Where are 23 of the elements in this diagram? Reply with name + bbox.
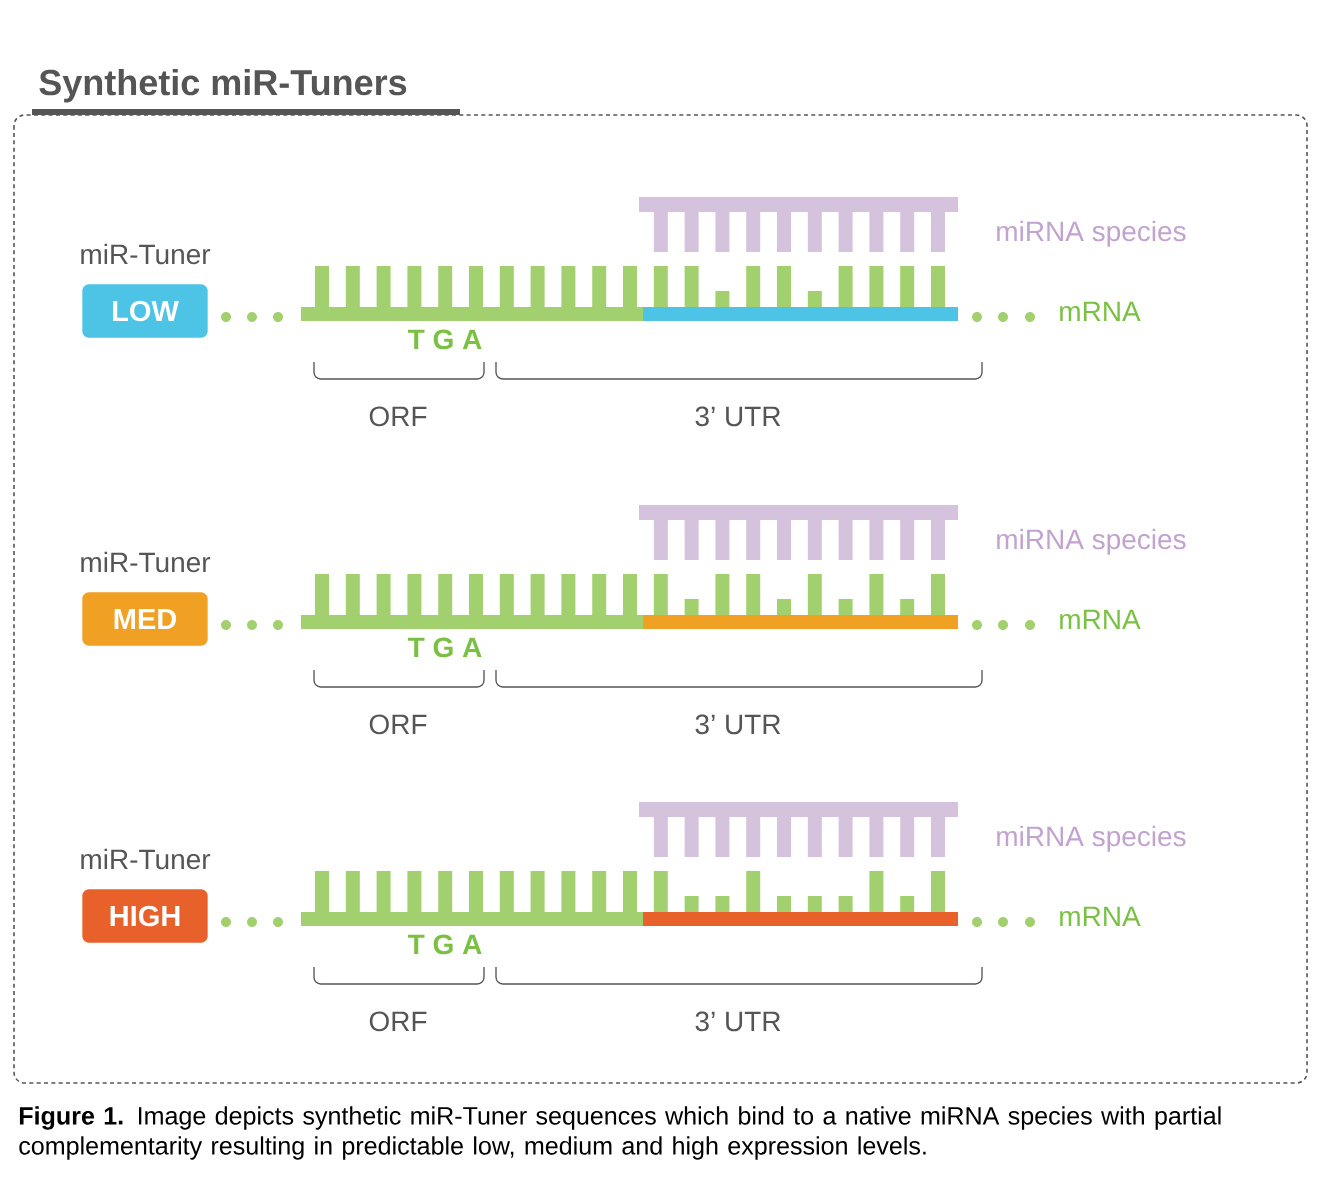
region-label: 3’ UTR [695, 1011, 781, 1032]
region-label: ORF [369, 1011, 427, 1032]
box-heading: miR-Tuner [81, 848, 211, 870]
region-label: 3’ UTR [695, 406, 781, 427]
strand-label: mRNA [1060, 609, 1141, 629]
species-label: miRNA species [997, 220, 1186, 247]
codon-label: T G A [408, 329, 482, 350]
level-box: LOW [82, 284, 208, 338]
caption: Figure 1. Image depicts synthetic miR-Tuner sequences which bind to a native miRNA species with partial complementarity resulting in predictable low, medium and high expression levels. [19, 1106, 1221, 1160]
species-label: miRNA species [997, 825, 1186, 852]
codon-label: T G A [408, 637, 482, 658]
species-label: miRNA species [997, 528, 1186, 555]
level-box: HIGH [82, 889, 208, 943]
strand-label: mRNA [1060, 906, 1141, 926]
region-label: ORF [369, 714, 427, 735]
codon-label: T G A [408, 934, 482, 955]
title: Synthetic miR-Tuners [39, 68, 407, 103]
box-heading: miR-Tuner [81, 243, 211, 265]
region-label: 3’ UTR [695, 714, 781, 735]
level-box: MED [82, 592, 208, 646]
region-label: ORF [369, 406, 427, 427]
strand-label: mRNA [1060, 301, 1141, 321]
box-heading: miR-Tuner [81, 551, 211, 573]
